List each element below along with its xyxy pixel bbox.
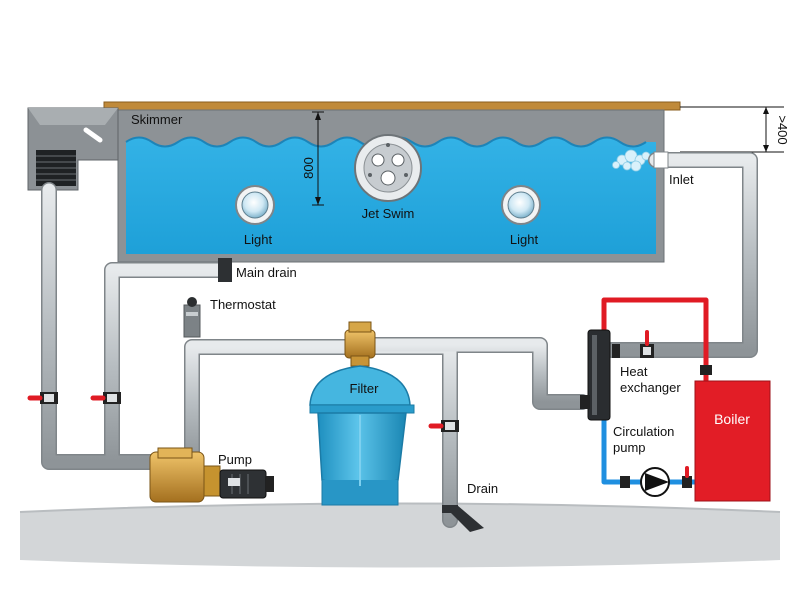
depth-dimension: 800 — [301, 111, 324, 206]
skimmer-label: Skimmer — [131, 112, 183, 127]
light-right — [501, 185, 541, 225]
boiler-label: Boiler — [714, 411, 750, 427]
heat-exchanger-label-2: exchanger — [620, 380, 681, 395]
main-drain-fitting — [218, 258, 232, 282]
valve-skimmer — [27, 392, 58, 404]
depth-label: 800 — [301, 157, 316, 179]
inlet-label: Inlet — [669, 172, 694, 187]
light-right-label: Light — [510, 232, 539, 247]
waterline-dimension: >400 — [680, 106, 790, 153]
main-drain-label: Main drain — [236, 265, 297, 280]
boiler — [694, 380, 771, 502]
light-left-label: Light — [244, 232, 273, 247]
above-waterline-label: >400 — [775, 115, 790, 144]
inlet-bubbles — [612, 149, 651, 172]
heat-exchanger — [580, 329, 611, 421]
valve-return — [612, 330, 654, 358]
circulation-pump-label-1: Circulation — [613, 424, 674, 439]
drain-outlet — [442, 505, 484, 532]
valves — [27, 330, 712, 488]
ground — [19, 502, 781, 568]
valve-main-drain — [90, 392, 121, 404]
heat-exchanger-label-1: Heat — [620, 364, 648, 379]
pump — [149, 447, 274, 503]
multiport-valve — [344, 321, 376, 367]
drain-label: Drain — [467, 481, 498, 496]
jet-swim-label: Jet Swim — [362, 206, 415, 221]
skimmer — [27, 107, 119, 191]
circulation-pump-label-2: pump — [613, 440, 646, 455]
valve-hot — [700, 365, 712, 375]
main-drain-pipe — [104, 262, 228, 470]
thermostat — [183, 297, 201, 338]
jet-swim — [354, 134, 422, 202]
thermostat-label: Thermostat — [210, 297, 276, 312]
valve-cold — [620, 466, 692, 488]
pump-label: Pump — [218, 452, 252, 467]
circulation-pump — [640, 467, 670, 497]
filter-label: Filter — [350, 381, 380, 396]
light-left — [235, 185, 275, 225]
hot-water-pipe — [601, 297, 709, 388]
pool-rim — [103, 101, 681, 111]
filter-tank — [309, 365, 415, 506]
valve-drain — [428, 420, 459, 432]
